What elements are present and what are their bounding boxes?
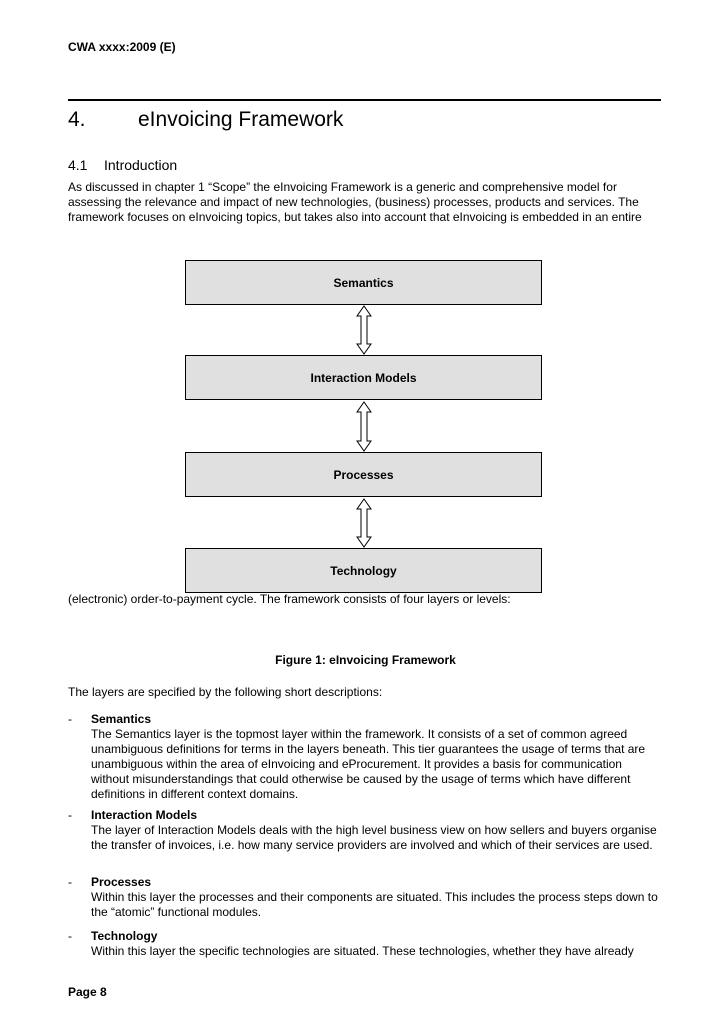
bullet-dash: - — [68, 808, 72, 822]
bullet-dash: - — [68, 875, 72, 889]
layer-title: Processes — [91, 875, 152, 889]
layer-description: Within this layer the processes and thei… — [91, 890, 658, 919]
intro-paragraph: As discussed in chapter 1 “Scope” the eI… — [68, 180, 642, 224]
double-arrow-icon — [356, 305, 372, 355]
chapter-title: eInvoicing Framework — [138, 108, 344, 131]
layer-description: The layer of Interaction Models deals wi… — [91, 823, 657, 852]
diagram-box-interaction-models: Interaction Models — [185, 355, 542, 400]
bullet-dash: - — [68, 712, 72, 726]
layer-title: Technology — [91, 929, 158, 943]
page-number: Page 8 — [68, 985, 107, 999]
figure-caption: Figure 1: eInvoicing Framework — [275, 653, 456, 667]
continuation-paragraph: (electronic) order-to-payment cycle. The… — [68, 592, 511, 606]
chapter-number: 4. — [68, 108, 86, 131]
double-arrow-icon — [356, 498, 372, 548]
layers-intro-paragraph: The layers are specified by the followin… — [68, 685, 383, 699]
document-reference: CWA xxxx:2009 (E) — [68, 40, 176, 54]
layer-title: Semantics — [91, 712, 152, 726]
heading-rule — [68, 99, 661, 101]
layer-description: The Semantics layer is the topmost layer… — [91, 727, 646, 801]
diagram-box-technology: Technology — [185, 548, 542, 593]
section-title: Introduction — [104, 157, 178, 173]
layer-description: Within this layer the specific technolog… — [91, 944, 634, 958]
section-number: 4.1 — [68, 157, 88, 173]
layer-title: Interaction Models — [91, 808, 198, 822]
diagram-box-processes: Processes — [185, 452, 542, 497]
bullet-dash: - — [68, 929, 72, 943]
diagram-box-semantics: Semantics — [185, 260, 542, 305]
double-arrow-icon — [356, 401, 372, 452]
